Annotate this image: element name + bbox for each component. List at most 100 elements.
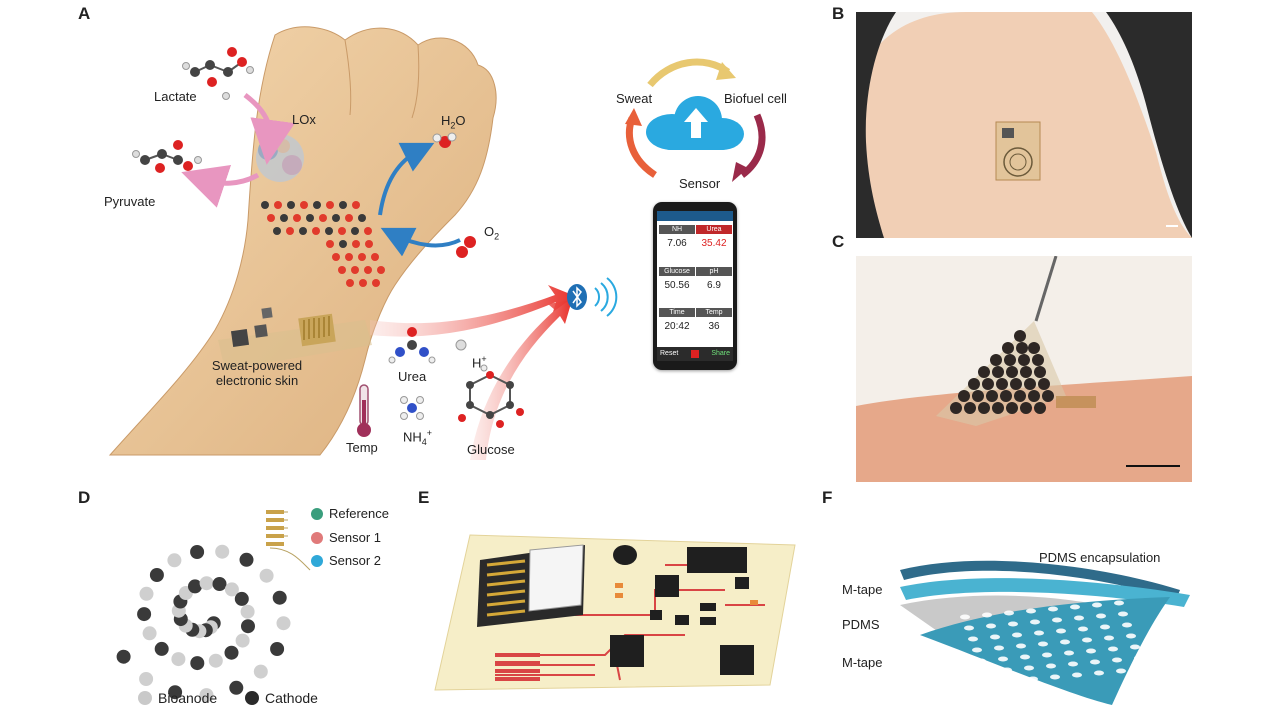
o2-sub: 2 [494, 231, 500, 242]
film-hole [1100, 624, 1110, 630]
signal-arrow-lower [470, 300, 572, 460]
film-hole [1038, 641, 1048, 647]
film-hole [982, 612, 992, 618]
spiral-electrode-dot [116, 649, 131, 664]
film-hole [1134, 655, 1144, 661]
cell-value-glucose: 50.56 [664, 280, 690, 291]
phone-screen: NH Urea 7.06 35.42 Glucose pH 50.56 6.9 … [657, 211, 733, 361]
film-hole [1020, 654, 1030, 660]
spiral-electrode-dot [253, 664, 268, 679]
spiral-electrode-dot [215, 544, 230, 559]
film-hole [1060, 639, 1070, 645]
cell-value-urea: 35.42 [701, 238, 727, 249]
reference-dot [311, 508, 323, 520]
h2o-label: H2O [441, 113, 466, 131]
h2o-arrow [378, 142, 435, 216]
film-hole [1016, 643, 1026, 649]
spiral-electrode-dot [208, 653, 223, 668]
spiral-electrode-dot [190, 545, 205, 559]
water-molecule [432, 132, 457, 148]
spiral-electrode-dot [229, 680, 244, 695]
cathode-legend-dot [245, 691, 259, 705]
bioanode-legend-dot [138, 691, 152, 705]
o2-label: O2 [484, 224, 499, 242]
spiral-dots [116, 544, 291, 703]
cell-header-ph: pH [696, 267, 732, 276]
nh4-sub: 4 [421, 436, 427, 447]
ammonium-molecule [400, 396, 424, 420]
lox-label: LOx [292, 112, 316, 127]
cell-value-temp: 36 [708, 321, 720, 332]
urea-label: Urea [398, 369, 427, 384]
film-hole [1130, 644, 1140, 650]
pyruvate-molecule [132, 140, 202, 173]
film-hole [964, 625, 974, 631]
nh4-label: NH4+ [403, 428, 432, 447]
urea-molecule [388, 327, 436, 364]
spiral-electrode-dot [235, 633, 250, 648]
panel-letter-b: B [832, 4, 845, 23]
film-hole [1094, 670, 1104, 676]
film-hole [1108, 646, 1118, 652]
spiral-electrode-dot [139, 586, 154, 601]
sensor1-label: Sensor 1 [329, 530, 382, 545]
sensor1-dot [311, 532, 323, 544]
cell-header-time: Time [659, 308, 695, 317]
lox-enzyme [256, 134, 304, 182]
spiral-electrode-dot [270, 642, 285, 656]
film-hole [1104, 635, 1114, 641]
spiral-electrode-dot [212, 577, 227, 591]
mtape-top-label: M-tape [842, 582, 883, 597]
film-hole [1024, 665, 1034, 671]
film-hole [1068, 661, 1078, 667]
spiral-electrode-dot [272, 590, 287, 605]
peeling-drawing [856, 256, 1192, 482]
film-hole [994, 645, 1004, 651]
lactate-label: Lactate [154, 89, 197, 104]
spiral-electrode-dot [190, 656, 205, 671]
film-hole [960, 614, 970, 620]
panel-letter-d: D [78, 488, 91, 507]
glucose-label: Glucose [467, 442, 515, 457]
pcb-antenna-module [477, 544, 585, 627]
h2o-main: H [441, 113, 451, 128]
sensor2-label: Sensor 2 [329, 553, 382, 568]
spiral-electrode-dot [142, 626, 157, 641]
signal-arrow-upper [370, 285, 575, 337]
film-hole [1122, 622, 1132, 628]
film-hole [976, 658, 986, 664]
film-hole [1026, 608, 1036, 614]
mtape-bottom-label: M-tape [842, 655, 883, 670]
reference-label: Reference [329, 506, 389, 521]
film-hole [1092, 602, 1102, 608]
spiral-electrode-dot [168, 685, 183, 700]
thermometer-icon [357, 384, 371, 437]
film-hole [1116, 668, 1126, 674]
record-button[interactable] [691, 350, 699, 358]
panel-letter-a: A [78, 4, 91, 23]
film-hole [1118, 611, 1128, 617]
film-hole [998, 656, 1008, 662]
reset-button[interactable]: Reset [660, 350, 679, 357]
film-hole [1090, 659, 1100, 665]
film-hole [1072, 672, 1082, 678]
cycle-biofuel-label: Biofuel cell [724, 91, 787, 106]
cycle-arrow-right [739, 113, 766, 178]
lactate-molecule [182, 47, 254, 100]
spiral-electrode-dot [167, 553, 182, 568]
panel-letter-f: F [822, 488, 833, 507]
film-hole [1046, 663, 1056, 669]
film-hole [1008, 621, 1018, 627]
glucose-molecule [458, 364, 524, 428]
proton-atom [455, 339, 467, 351]
contact-pads [266, 510, 284, 546]
film-hole [1078, 626, 1088, 632]
temp-label: Temp [346, 440, 378, 455]
film-hole [1056, 628, 1066, 634]
film-hole [1052, 617, 1062, 623]
spiral-electrode-dot [276, 616, 291, 631]
share-button[interactable]: Share [711, 350, 730, 357]
oxygen-molecule [456, 236, 476, 258]
skin-label: Sweat-powered electronic skin [202, 358, 312, 388]
